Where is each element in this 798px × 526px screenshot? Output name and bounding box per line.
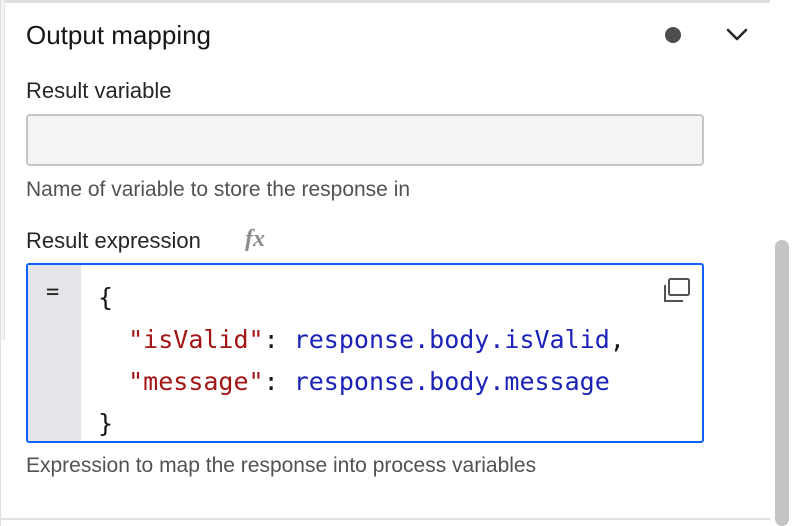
result-expression-label: Result expression <box>26 228 201 253</box>
section-title[interactable]: Output mapping <box>26 20 212 50</box>
code-trail: , <box>609 325 625 354</box>
code-key-isvalid: "isValid" <box>128 325 264 354</box>
code-value-isvalid: response.body.isValid <box>293 325 610 354</box>
output-mapping-panel: Output mapping Result variable Name of v… <box>0 0 771 526</box>
code-sep: : <box>263 325 294 354</box>
bottom-divider <box>1 518 771 520</box>
fx-icon: fx <box>245 226 265 252</box>
data-indicator-dot <box>665 27 681 43</box>
top-divider <box>1 0 771 3</box>
code-line-open: { <box>98 283 114 312</box>
feel-prefix: = <box>46 280 60 305</box>
code-value-message: response.body.message <box>293 367 610 396</box>
code-sep: : <box>263 367 294 396</box>
result-expression-helper: Expression to map the response into proc… <box>26 454 537 477</box>
result-expression-editor[interactable]: = { "isValid": response.body.isValid, "m… <box>26 263 704 443</box>
copy-expand-icon[interactable] <box>661 277 691 305</box>
result-variable-helper: Name of variable to store the response i… <box>26 178 411 201</box>
result-variable-input[interactable] <box>26 114 704 166</box>
scrollbar-thumb[interactable] <box>775 240 789 526</box>
code-content[interactable]: { "isValid": response.body.isValid, "mes… <box>98 277 625 441</box>
left-edge <box>1 0 5 340</box>
result-variable-label: Result variable <box>26 78 172 103</box>
code-line-close: } <box>98 409 114 438</box>
editor-gutter: = <box>28 265 81 441</box>
chevron-down-icon[interactable] <box>723 20 751 48</box>
code-key-message: "message" <box>128 367 264 396</box>
